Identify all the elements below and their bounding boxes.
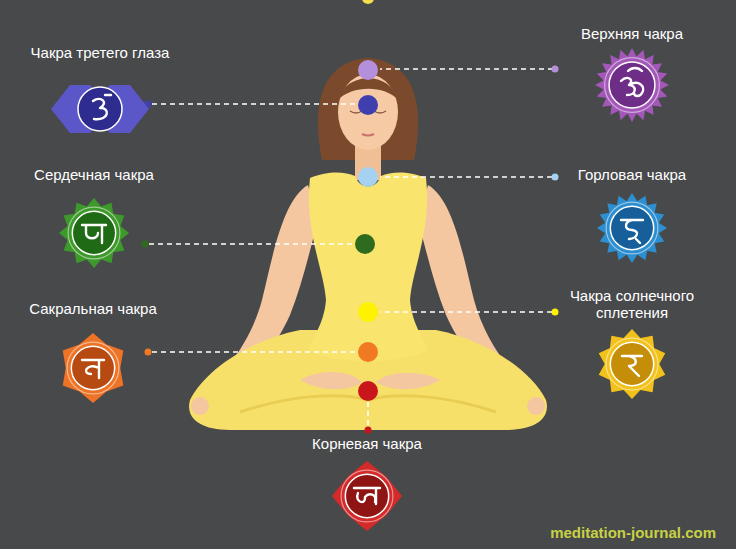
chakra-label: Сакральная чакра — [29, 300, 156, 317]
chakra-icon — [596, 192, 668, 264]
left-foot — [300, 372, 362, 389]
chakra-icon — [594, 47, 670, 123]
chakra-icon — [58, 197, 130, 269]
chakra-label: Верхняя чакра — [581, 25, 683, 42]
left-hand — [191, 397, 209, 415]
chakra-node: Горловая чакра — [578, 166, 686, 264]
cropped-dot — [362, 0, 374, 4]
chakra-label: Чакра солнечного сплетения — [557, 287, 707, 321]
chakra-icon — [50, 83, 150, 135]
line-end-dots — [142, 66, 559, 434]
leader-line — [380, 176, 552, 178]
chakra-label: Сердечная чакра — [34, 166, 154, 183]
hair — [318, 58, 418, 160]
chakra-icon — [57, 332, 129, 404]
leader-line — [149, 243, 353, 245]
chakra-label: Чакра третего глаза — [31, 44, 170, 61]
chakra-node: Верхняя чакра — [581, 25, 683, 123]
leader-line — [152, 351, 356, 353]
leader-line — [367, 402, 369, 428]
chakra-icon — [331, 460, 403, 532]
face — [338, 74, 398, 150]
right-hand — [527, 397, 545, 415]
chakra-dots — [355, 60, 378, 401]
right-foot — [376, 373, 440, 390]
watermark: meditation-journal.com — [550, 524, 716, 541]
chakra-node: Чакра солнечного сплетения — [557, 287, 707, 400]
chakra-icon — [596, 328, 668, 400]
legs — [189, 330, 547, 430]
chakra-node: Сердечная чакра — [34, 166, 154, 269]
chakra-node: Сакральная чакра — [29, 300, 156, 404]
chakra-label: Корневая чакра — [312, 435, 422, 452]
torso — [308, 173, 428, 362]
leader-line — [380, 68, 553, 70]
leader-line — [380, 311, 552, 313]
mouth — [362, 134, 374, 136]
chakra-label: Горловая чакра — [578, 166, 686, 183]
chakra-node: Чакра третего глаза — [31, 44, 170, 135]
chakra-node: Корневая чакра — [312, 435, 422, 532]
leader-line — [152, 103, 356, 105]
